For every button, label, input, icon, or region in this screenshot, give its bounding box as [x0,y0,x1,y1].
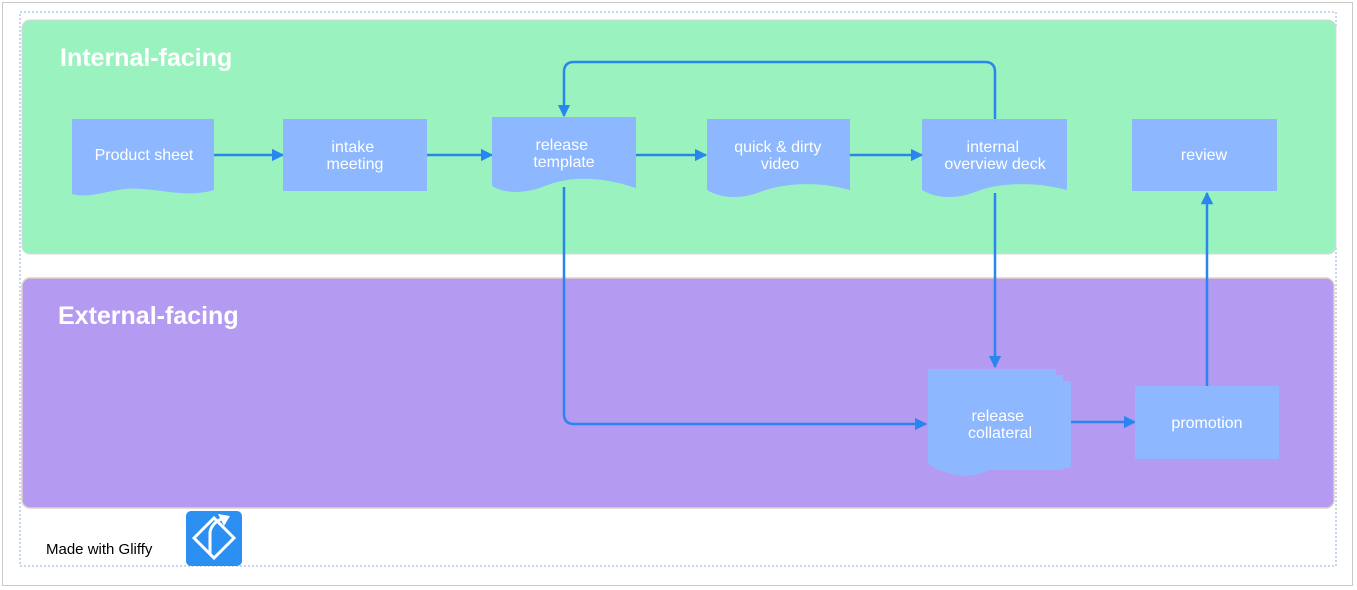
gliffy-logo-background [186,511,242,566]
node-internal-overview-deck-label: internal overview deck [944,139,1046,173]
lane-internal: Internal-facing [21,19,1337,255]
lane-external-title: External-facing [58,302,239,330]
node-internal-overview-deck: internal overview deck [922,119,1067,198]
footer: Made with Gliffy [46,511,242,566]
node-quick-dirty-video-shape [707,119,850,198]
footer-text: Made with Gliffy [46,541,153,558]
connectors [214,60,1214,431]
gliffy-logo-arrowtip [218,514,230,526]
node-product-sheet: Product sheet [72,119,214,196]
node-promotion-shape [1135,386,1279,459]
node-review: review [1132,119,1277,191]
node-intake-meeting-label: intake meeting [327,139,384,173]
node-product-sheet-shape [72,119,214,196]
node-release-template-shape [492,117,636,192]
node-release-collateral: release collateral [928,369,1071,476]
edge-release-template-to-release-collateral [562,187,928,431]
node-promotion: promotion [1135,386,1279,459]
lane-internal-background [21,19,1337,255]
edge-overview-deck-to-release-template [557,60,997,119]
node-intake-meeting: intake meeting [283,119,427,191]
node-release-collateral-label: release collateral [968,408,1032,442]
lane-internal-title: Internal-facing [60,44,232,72]
node-promotion-label: promotion [1171,415,1242,432]
node-review-label: review [1181,147,1228,164]
node-product-sheet-label: Product sheet [95,147,194,164]
gliffy-logo-diamond [191,515,237,561]
node-internal-overview-deck-shape [922,119,1067,198]
node-release-template: release template [492,117,636,192]
node-release-collateral-shape [928,369,1056,476]
node-release-template-label: release template [533,137,594,171]
node-review-shape [1132,119,1277,191]
page-border [19,11,1337,567]
node-intake-meeting-shape [283,119,427,191]
node-quick-dirty-video: quick & dirty video [707,119,850,198]
gliffy-logo-icon [186,511,242,566]
node-quick-dirty-video-label: quick & dirty video [734,139,826,173]
